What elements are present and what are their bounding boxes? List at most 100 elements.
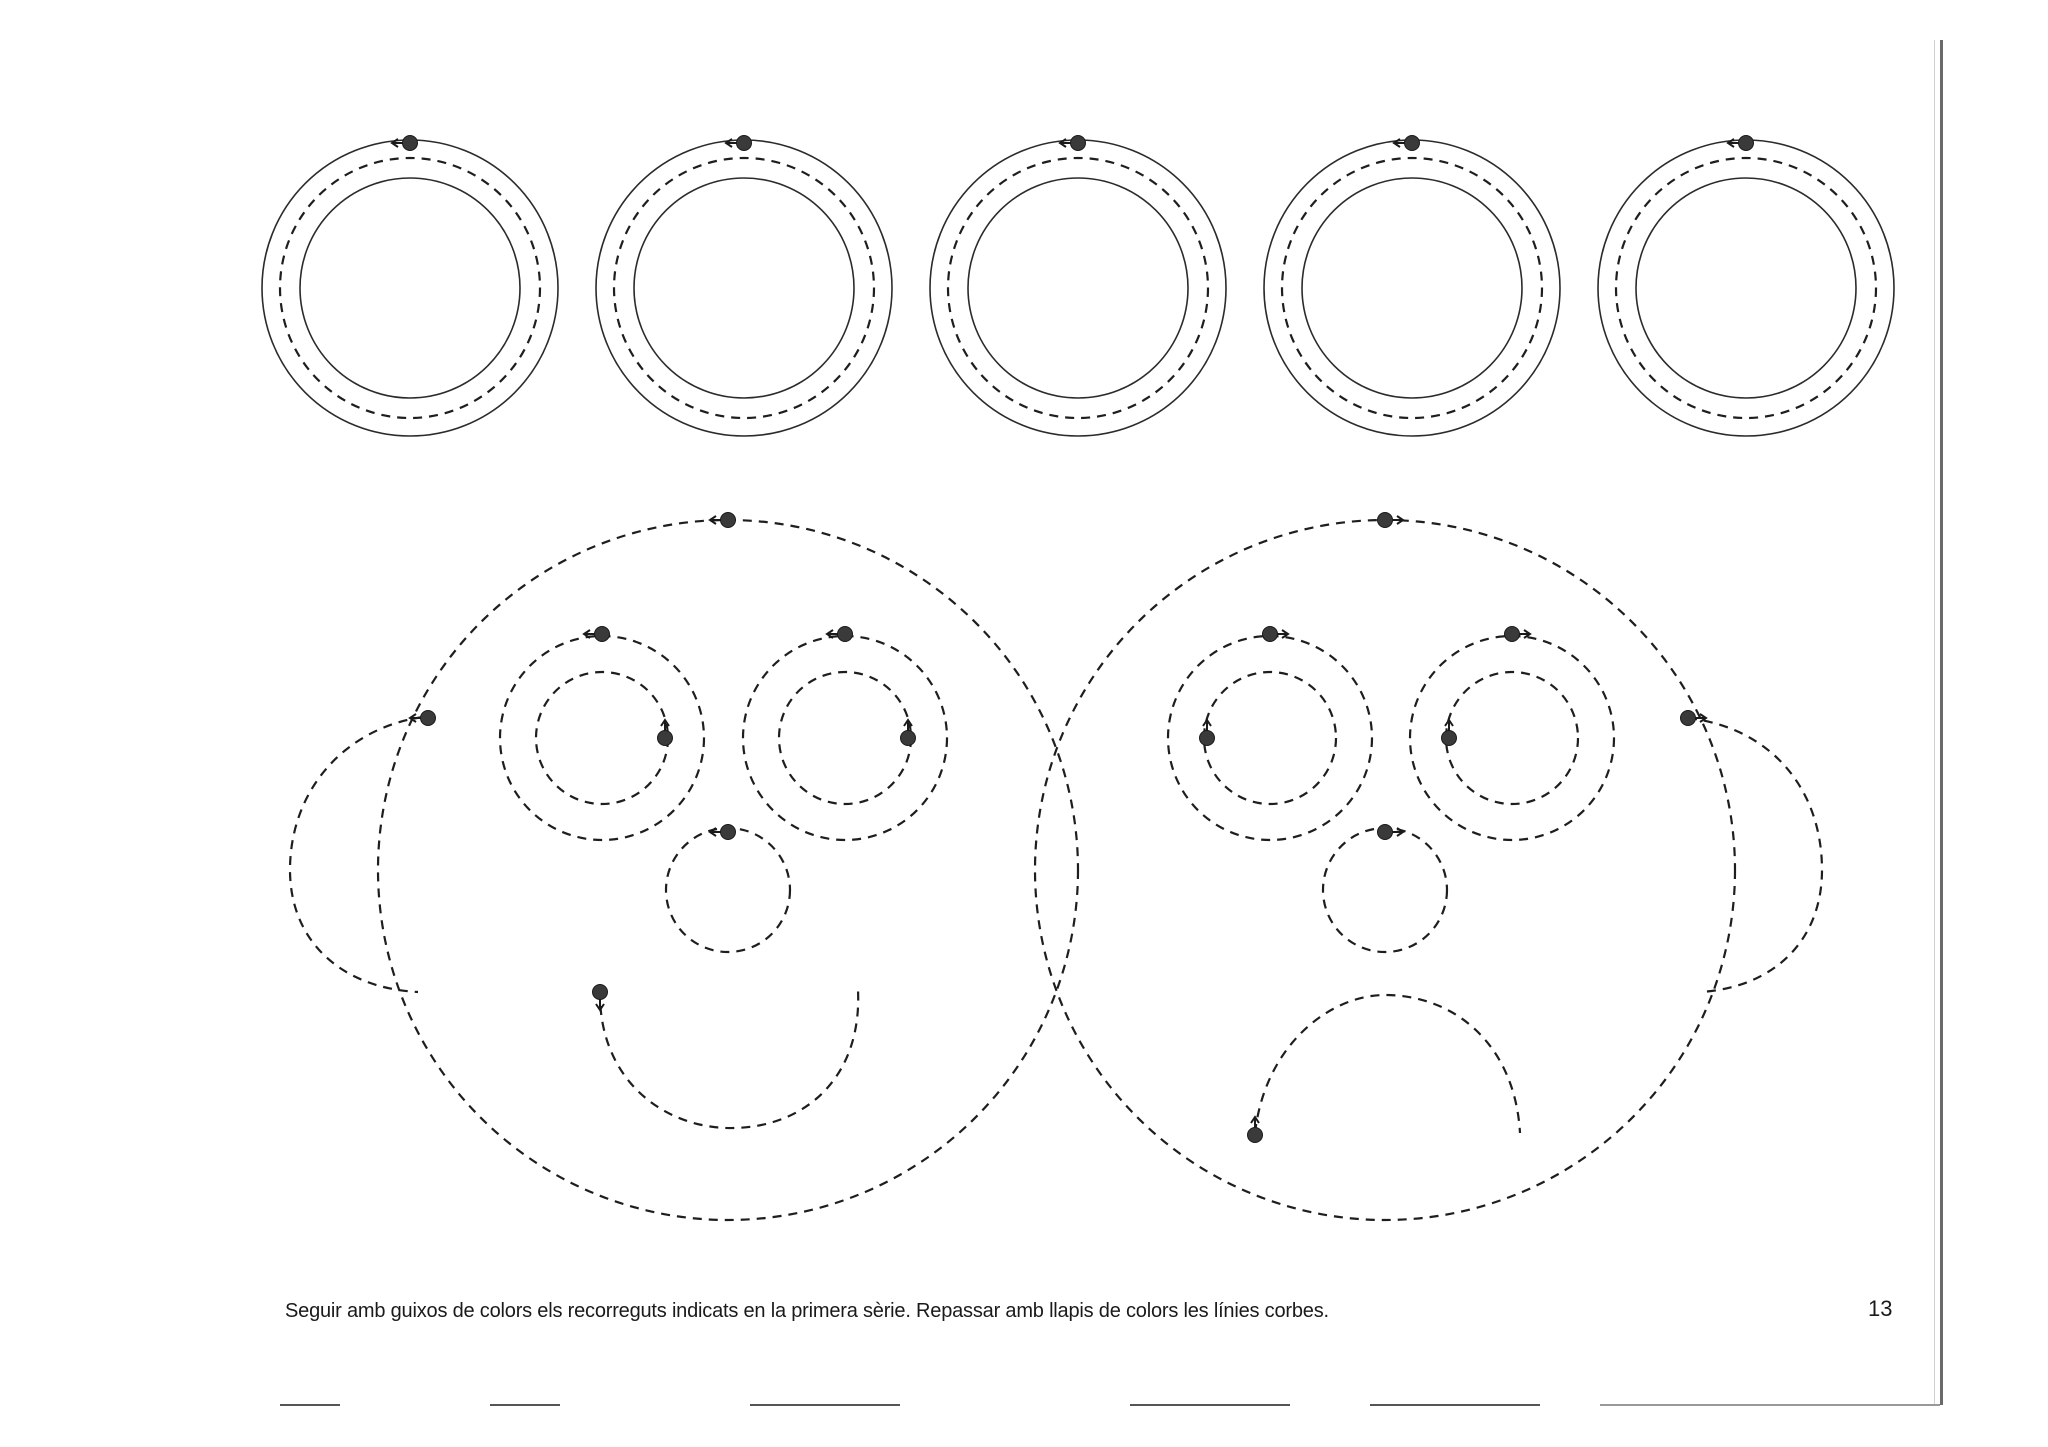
page-edge-rule: [1940, 40, 1943, 1405]
direction-arrow-head: [708, 515, 717, 525]
direction-arrow-head: [1396, 827, 1405, 837]
direction-arrow-head: [390, 138, 399, 148]
direction-arrow-head: [724, 138, 733, 148]
direction-arrow-head: [408, 713, 417, 723]
direction-arrow-head: [825, 629, 834, 639]
start-marker: [1199, 718, 1215, 746]
start-dot: [1070, 135, 1086, 151]
start-marker: [1392, 135, 1420, 151]
right-eye-inner-trace: [777, 670, 913, 806]
ring-outer-outline: [261, 139, 559, 437]
left-eye-outer-trace: [498, 634, 706, 842]
start-dot: [1441, 730, 1457, 746]
footer-line: [750, 1404, 900, 1406]
left-eye-outer-trace: [1166, 634, 1374, 842]
start-marker: [825, 626, 853, 642]
tracing-ring: [1597, 135, 1895, 437]
start-dot: [1680, 710, 1696, 726]
nose-dashed-trace: [664, 826, 792, 954]
smiling-face-trace: [288, 512, 1080, 1222]
head-dashed-outline: [376, 518, 1080, 1222]
right-eye-outer-trace: [741, 634, 949, 842]
start-marker: [1680, 710, 1708, 726]
start-dot: [1377, 512, 1393, 528]
start-dot: [402, 135, 418, 151]
direction-arrow-head: [582, 629, 591, 639]
start-marker: [657, 718, 673, 746]
direction-arrow-head: [1392, 138, 1401, 148]
start-dot: [1247, 1127, 1263, 1143]
page-edge-shadow: [1934, 40, 1935, 1405]
direction-arrow-head: [1058, 138, 1067, 148]
start-dot: [592, 984, 608, 1000]
direction-arrow-head: [1281, 629, 1290, 639]
nose-dashed-trace: [1321, 826, 1449, 954]
ring-inner-outline: [299, 177, 521, 399]
ring-dashed-trace: [946, 156, 1210, 420]
start-dot: [720, 824, 736, 840]
start-dot: [1504, 626, 1520, 642]
footer-line: [1370, 1404, 1540, 1406]
footer-line: [280, 1404, 340, 1406]
tracing-ring: [261, 135, 559, 437]
ring-dashed-trace: [1280, 156, 1544, 420]
tracing-ring: [1263, 135, 1561, 437]
start-marker: [390, 135, 418, 151]
start-marker: [1262, 626, 1290, 642]
start-marker: [1058, 135, 1086, 151]
start-marker: [708, 824, 736, 840]
start-marker: [1247, 1115, 1263, 1143]
start-marker: [1504, 626, 1532, 642]
left-ear-dashed-outline: [288, 715, 424, 994]
start-dot: [1199, 730, 1215, 746]
start-marker: [708, 512, 736, 528]
smile-dashed-trace: [598, 989, 860, 1130]
start-dot: [657, 730, 673, 746]
start-dot: [837, 626, 853, 642]
start-dot: [594, 626, 610, 642]
ring-inner-outline: [633, 177, 855, 399]
tracing-ring: [929, 135, 1227, 437]
start-marker: [1377, 512, 1405, 528]
ring-dashed-trace: [612, 156, 876, 420]
ring-outer-outline: [1263, 139, 1561, 437]
footer-line: [1600, 1404, 1940, 1406]
start-marker: [1377, 824, 1405, 840]
start-dot: [900, 730, 916, 746]
direction-arrow-head: [903, 718, 913, 727]
tracing-ring: [595, 135, 893, 437]
ring-dashed-trace: [1614, 156, 1878, 420]
start-dot: [720, 512, 736, 528]
page-number: 13: [1868, 1296, 1893, 1321]
ring-outer-outline: [1597, 139, 1895, 437]
direction-arrow-head: [1250, 1115, 1260, 1124]
footer-line: [1130, 1404, 1290, 1406]
ring-dashed-trace: [278, 156, 542, 420]
direction-arrow-head: [1699, 713, 1708, 723]
start-marker: [592, 984, 608, 1012]
start-marker: [724, 135, 752, 151]
start-marker: [408, 710, 436, 726]
start-dot: [420, 710, 436, 726]
top-ring-row: [261, 135, 1895, 437]
direction-arrow-head: [1396, 515, 1405, 525]
direction-arrow-head: [1726, 138, 1735, 148]
direction-arrow-head: [708, 827, 717, 837]
start-marker: [1726, 135, 1754, 151]
direction-arrow-head: [595, 1003, 605, 1012]
frown-dashed-trace: [1253, 993, 1522, 1134]
ring-inner-outline: [967, 177, 1189, 399]
ring-inner-outline: [1301, 177, 1523, 399]
direction-arrow-head: [660, 718, 670, 727]
ring-outer-outline: [595, 139, 893, 437]
start-dot: [1262, 626, 1278, 642]
right-eye-inner-trace: [1444, 670, 1580, 806]
direction-arrow-head: [1202, 718, 1212, 727]
direction-arrow-head: [1523, 629, 1532, 639]
footer-line: [490, 1404, 560, 1406]
start-marker: [582, 626, 610, 642]
direction-arrow-head: [1444, 718, 1454, 727]
start-dot: [1404, 135, 1420, 151]
start-marker: [900, 718, 916, 746]
start-dot: [736, 135, 752, 151]
